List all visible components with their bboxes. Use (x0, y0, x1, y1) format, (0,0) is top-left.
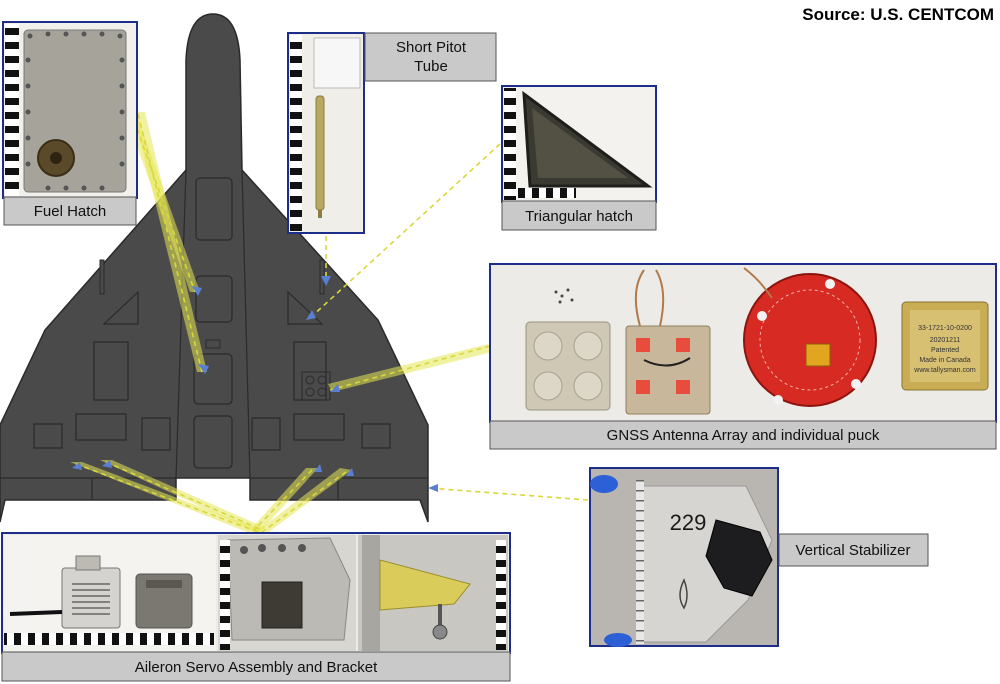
gnss-caption: GNSS Antenna Array and individual puck (607, 427, 880, 444)
pitot-caption-line2: Tube (414, 58, 448, 75)
fuel-hatch-caption: Fuel Hatch (34, 203, 107, 220)
puck-label-5: www.tallysman.com (913, 367, 976, 374)
pitot-tube-panel (287, 32, 365, 234)
vertical-stabilizer-panel: 229 (589, 467, 779, 647)
source-credit: Source: U.S. CENTCOM (802, 5, 994, 24)
airframe (0, 13, 429, 523)
puck-label-4: Made in Canada (919, 357, 970, 364)
puck-label-3: Patented (931, 347, 959, 354)
gnss-panel: 33-1721-10-0200 20201211 Patented Made i… (489, 263, 997, 423)
fuel-hatch-panel (2, 21, 138, 199)
stabilizer-number: 229 (670, 510, 707, 535)
triangular-hatch-panel (501, 85, 657, 203)
aileron-caption: Aileron Servo Assembly and Bracket (135, 659, 378, 676)
aileron-servo-panel (1, 532, 511, 654)
airframe-body (0, 13, 429, 523)
puck-label-2: 20201211 (930, 337, 961, 344)
vertical-stabilizer-caption: Vertical Stabilizer (795, 542, 910, 559)
triangular-hatch-caption: Triangular hatch (525, 208, 633, 225)
puck-label-1: 33-1721-10-0200 (918, 325, 972, 332)
leader-arrowheads (72, 276, 438, 492)
pitot-caption-line1: Short Pitot (396, 39, 467, 56)
dashed-leader-lines (75, 113, 589, 533)
